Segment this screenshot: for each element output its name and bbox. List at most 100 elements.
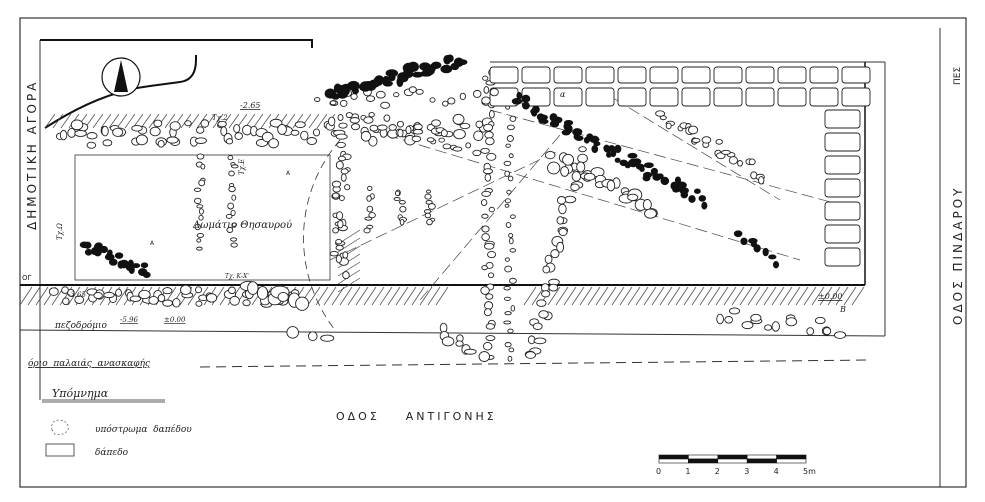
scale-segment bbox=[658, 454, 689, 460]
stone bbox=[440, 129, 448, 137]
stone bbox=[504, 265, 513, 273]
stone bbox=[536, 299, 547, 307]
stone bbox=[822, 327, 832, 336]
stone bbox=[300, 130, 309, 141]
stone bbox=[368, 111, 375, 118]
stone bbox=[394, 190, 400, 197]
stone bbox=[481, 225, 490, 233]
stone bbox=[713, 66, 743, 84]
stone bbox=[426, 218, 433, 226]
stone bbox=[366, 195, 372, 202]
stone bbox=[547, 161, 561, 175]
stone bbox=[655, 110, 666, 117]
level-zero-right: ±0.00 bbox=[818, 292, 843, 301]
hatch-line bbox=[571, 286, 585, 306]
hatch-line bbox=[651, 286, 665, 306]
hatch-line bbox=[635, 286, 649, 306]
stone bbox=[733, 230, 743, 238]
stone bbox=[516, 91, 522, 100]
stone bbox=[509, 248, 517, 253]
stone bbox=[504, 170, 510, 177]
stone bbox=[196, 153, 205, 160]
hatch-line bbox=[755, 286, 769, 306]
hatch-line bbox=[323, 286, 337, 306]
stone bbox=[247, 281, 259, 295]
stone bbox=[86, 141, 97, 149]
stone bbox=[771, 321, 780, 332]
hatch-line bbox=[307, 286, 321, 306]
hatch-line bbox=[835, 286, 849, 306]
stone bbox=[399, 205, 407, 213]
stone bbox=[484, 173, 492, 182]
stone bbox=[234, 132, 243, 140]
hatch-line bbox=[347, 286, 361, 306]
stone bbox=[472, 149, 482, 157]
stone bbox=[521, 94, 531, 103]
stone bbox=[115, 288, 123, 297]
stone bbox=[570, 183, 580, 191]
stone bbox=[768, 254, 777, 260]
stone bbox=[764, 324, 773, 331]
stone bbox=[351, 123, 361, 131]
stone bbox=[441, 336, 455, 347]
stone bbox=[745, 66, 775, 84]
stone bbox=[571, 171, 582, 182]
stone bbox=[198, 179, 206, 187]
stone bbox=[483, 168, 493, 175]
hatch-line bbox=[140, 113, 152, 129]
sidewalk-line bbox=[19, 329, 886, 337]
stone bbox=[340, 168, 349, 175]
stone bbox=[503, 320, 512, 325]
stone bbox=[442, 100, 449, 107]
stone bbox=[483, 123, 494, 132]
stone bbox=[227, 155, 234, 161]
stone bbox=[753, 244, 761, 253]
stone bbox=[225, 138, 234, 145]
stone bbox=[614, 157, 621, 163]
stone bbox=[489, 66, 519, 84]
hatch-line bbox=[699, 286, 713, 306]
stone bbox=[740, 237, 748, 246]
stone bbox=[483, 308, 492, 317]
stone bbox=[688, 125, 699, 135]
stone bbox=[511, 97, 522, 105]
stone bbox=[750, 313, 762, 322]
mark-alpha: α bbox=[560, 90, 566, 99]
stone bbox=[59, 129, 68, 141]
level-365: -3.65 bbox=[68, 291, 86, 299]
stone bbox=[196, 204, 204, 209]
stone bbox=[541, 290, 551, 298]
stone bbox=[396, 120, 404, 128]
stone bbox=[269, 118, 283, 128]
stone bbox=[701, 201, 708, 210]
stone bbox=[335, 254, 342, 264]
stone bbox=[345, 112, 353, 119]
stone bbox=[841, 66, 871, 84]
stone bbox=[268, 138, 279, 149]
stone bbox=[777, 87, 807, 107]
stone bbox=[507, 175, 514, 182]
hatch-line bbox=[611, 286, 625, 306]
stone bbox=[70, 119, 84, 131]
north-arrow-icon bbox=[101, 57, 141, 97]
stone bbox=[138, 289, 151, 300]
stone bbox=[149, 126, 161, 137]
stone bbox=[459, 92, 466, 100]
mark-a: Α bbox=[150, 240, 155, 247]
stone bbox=[777, 66, 807, 84]
stone bbox=[642, 174, 651, 182]
hatch-line bbox=[827, 286, 841, 306]
stone bbox=[398, 200, 406, 205]
stone bbox=[290, 129, 300, 136]
stone bbox=[824, 132, 861, 152]
stone bbox=[172, 298, 181, 308]
hatch-line bbox=[803, 286, 817, 306]
stone bbox=[508, 232, 514, 238]
stone bbox=[560, 166, 570, 177]
stone bbox=[84, 248, 93, 256]
street-label-left: ΔΗΜΟΤΙΚΗ ΑΓΟΡΑ bbox=[25, 80, 39, 230]
stone bbox=[335, 238, 343, 245]
stone bbox=[351, 87, 359, 95]
stone bbox=[140, 262, 149, 269]
hatch-line bbox=[371, 286, 385, 306]
